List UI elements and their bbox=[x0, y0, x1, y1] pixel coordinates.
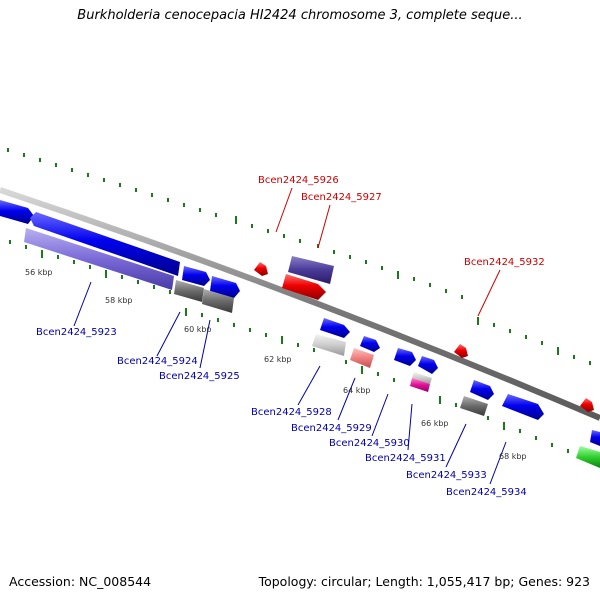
gene-arrow[interactable] bbox=[254, 262, 268, 276]
gene-arrow[interactable] bbox=[410, 378, 430, 392]
scale-label: 66 kbp bbox=[421, 419, 449, 428]
scale-label: 68 kbp bbox=[499, 452, 527, 461]
scale-label: 58 kbp bbox=[105, 296, 133, 305]
gene-arrow[interactable] bbox=[202, 289, 234, 313]
outer-tick-track bbox=[7, 148, 591, 365]
gene-arrow[interactable] bbox=[394, 348, 416, 366]
gene-arrow[interactable] bbox=[174, 280, 204, 302]
gene-arrow[interactable] bbox=[24, 228, 174, 290]
scale-labels: 56 kbp 58 kbp 60 kbp 62 kbp 64 kbp 66 kb… bbox=[25, 268, 527, 461]
gene-label-5928[interactable]: Bcen2424_5928 bbox=[251, 407, 332, 418]
gene-arrow[interactable] bbox=[470, 380, 494, 400]
scale-label: 64 kbp bbox=[343, 386, 371, 395]
scale-label: 60 kbp bbox=[184, 325, 212, 334]
gene-label-5924[interactable]: Bcen2424_5924 bbox=[117, 356, 198, 367]
gene-label-5927[interactable]: Bcen2424_5927 bbox=[301, 192, 382, 203]
gene-arrow[interactable] bbox=[580, 398, 594, 412]
gene-label-5930[interactable]: Bcen2424_5930 bbox=[329, 438, 410, 449]
gene-arrow[interactable] bbox=[0, 200, 34, 224]
gene-arrow[interactable] bbox=[418, 356, 438, 374]
gene-label-5923[interactable]: Bcen2424_5923 bbox=[36, 327, 117, 338]
gene-arrow[interactable] bbox=[210, 276, 240, 298]
gene-arrow[interactable] bbox=[360, 336, 380, 352]
gene-arrow[interactable] bbox=[502, 394, 544, 420]
gene-arrow[interactable] bbox=[576, 446, 600, 468]
gene-arrow[interactable] bbox=[30, 212, 180, 276]
accession-text: Accession: NC_008544 bbox=[9, 574, 152, 589]
gene-arrow[interactable] bbox=[182, 266, 210, 286]
gene-label-5934[interactable]: Bcen2424_5934 bbox=[446, 487, 527, 498]
gene-label-5925[interactable]: Bcen2424_5925 bbox=[159, 371, 240, 382]
gene-label-5926[interactable]: Bcen2424_5926 bbox=[258, 175, 339, 186]
inner-tick-track bbox=[9, 240, 569, 453]
gene-arrow[interactable] bbox=[312, 334, 346, 356]
gene-arrow[interactable] bbox=[460, 396, 488, 416]
gene-arrow[interactable] bbox=[454, 344, 468, 358]
gene-arrow[interactable] bbox=[320, 318, 350, 338]
gene-labels[interactable]: Bcen2424_5926 Bcen2424_5927 Bcen2424_593… bbox=[36, 175, 545, 498]
scale-label: 62 kbp bbox=[264, 355, 292, 364]
scale-label: 56 kbp bbox=[25, 268, 53, 277]
chromosome-backbone bbox=[0, 187, 600, 421]
gene-label-5933[interactable]: Bcen2424_5933 bbox=[406, 470, 487, 481]
gene-arrow[interactable] bbox=[412, 372, 432, 384]
gene-label-5929[interactable]: Bcen2424_5929 bbox=[291, 423, 372, 434]
gene-label-5931[interactable]: Bcen2424_5931 bbox=[365, 453, 446, 464]
label-leader-lines bbox=[73, 187, 507, 485]
gene-label-5932[interactable]: Bcen2424_5932 bbox=[464, 257, 545, 268]
map-title: Burkholderia cenocepacia HI2424 chromoso… bbox=[77, 8, 523, 23]
topology-summary-text: Topology: circular; Length: 1,055,417 bp… bbox=[258, 574, 590, 589]
gene-arrow[interactable] bbox=[282, 274, 326, 300]
gene-arrow[interactable] bbox=[288, 256, 334, 284]
gene-features[interactable] bbox=[0, 200, 600, 468]
gene-arrow[interactable] bbox=[350, 348, 374, 368]
gene-arrow[interactable] bbox=[590, 430, 600, 446]
